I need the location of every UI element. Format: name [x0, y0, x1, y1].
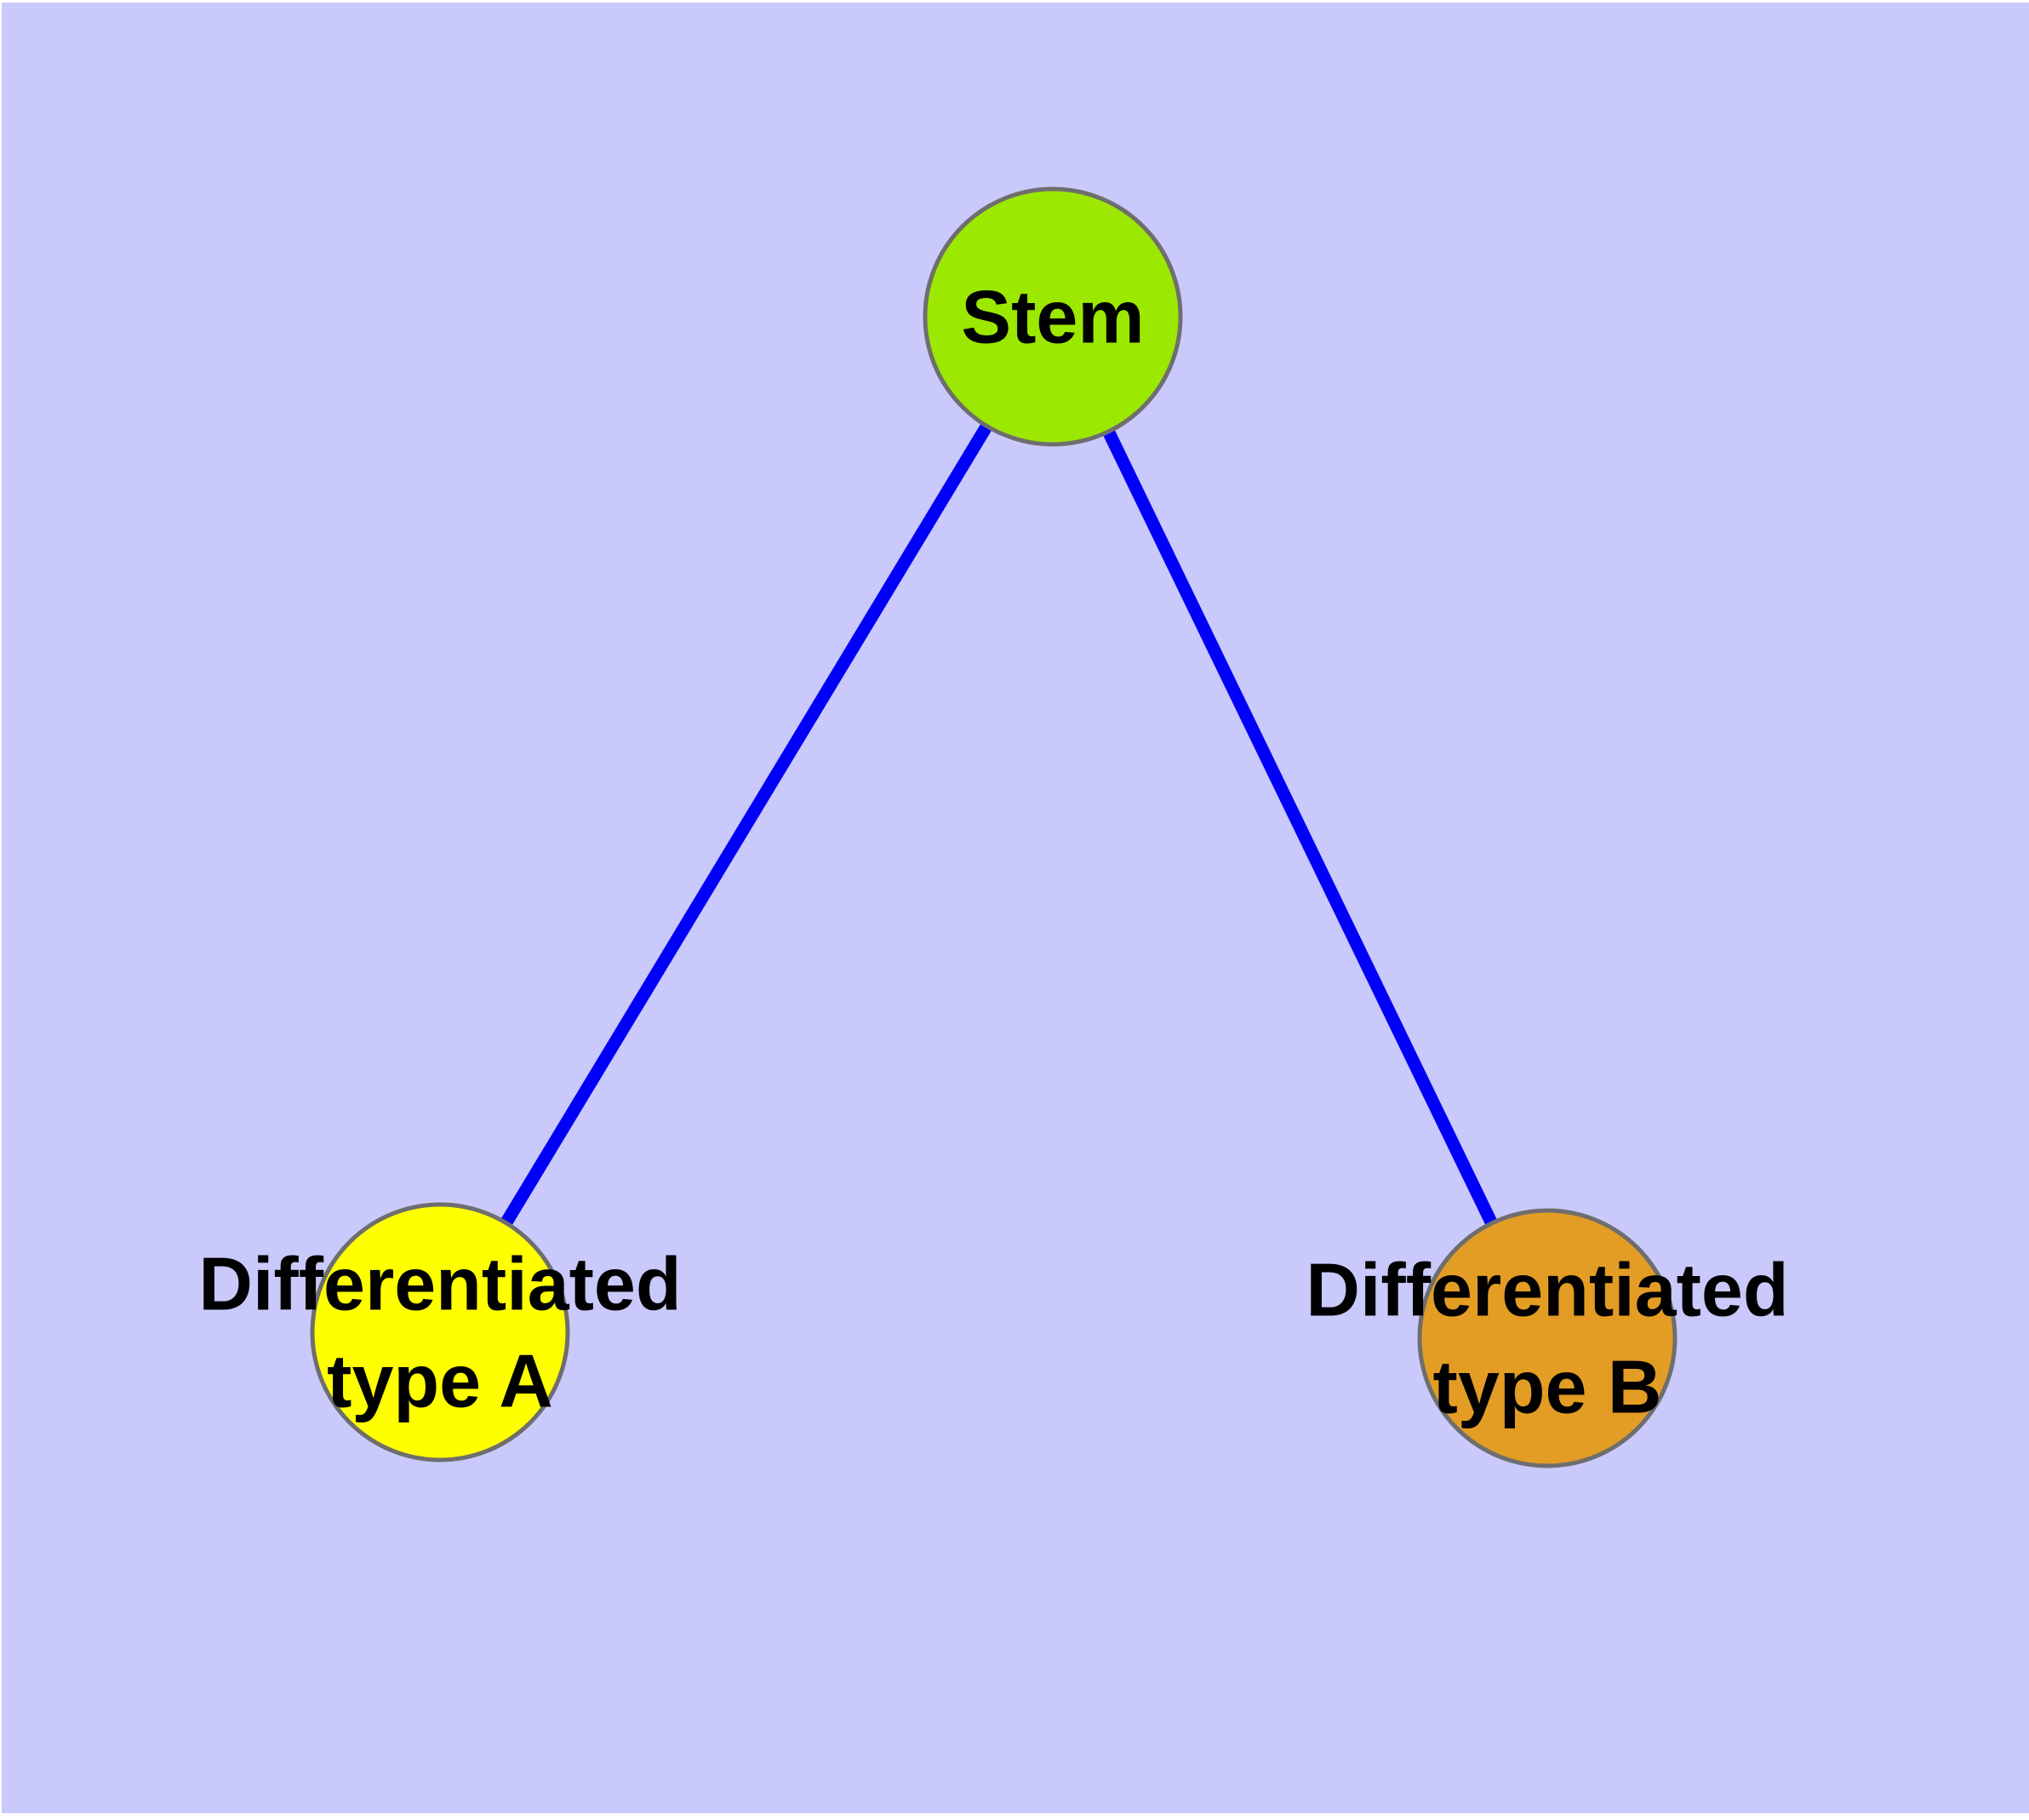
node-type-b-circle — [1417, 1208, 1677, 1468]
edge-stem-to-type-a — [434, 313, 1059, 1336]
node-stem-label: Stem — [961, 275, 1144, 359]
node-type-b-label-line2: type B — [1433, 1345, 1662, 1429]
edge-stem-to-type-b — [1047, 313, 1553, 1342]
node-type-a-label-line1: Differentiated — [198, 1242, 681, 1326]
node-stem-circle — [923, 186, 1183, 447]
node-type-a-circle — [310, 1202, 570, 1462]
node-type-b-label-line1: Differentiated — [1306, 1248, 1788, 1332]
node-type-a-label-line2: type A — [327, 1339, 553, 1423]
